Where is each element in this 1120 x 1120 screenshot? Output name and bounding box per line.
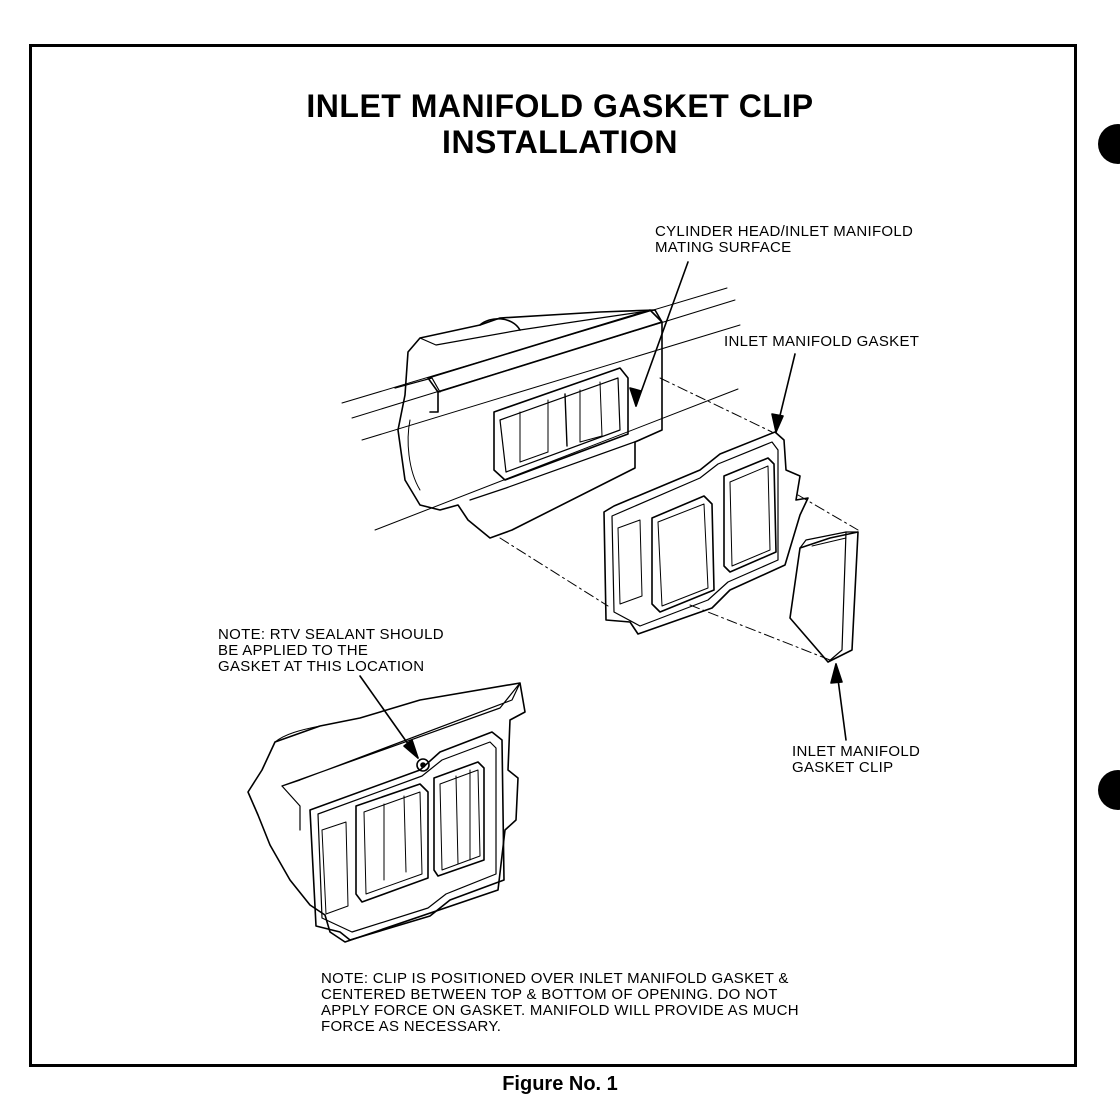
label-gasket: INLET MANIFOLD GASKET — [724, 333, 920, 350]
label-clip: INLET MANIFOLD GASKET CLIP — [792, 743, 921, 776]
label-rtv-note: NOTE: RTV SEALANT SHOULD BE APPLIED TO T… — [218, 626, 444, 675]
label-bottom-note: NOTE: CLIP IS POSITIONED OVER INLET MANI… — [321, 970, 799, 1035]
leader-lines — [360, 262, 846, 758]
figure-caption: Figure No. 1 — [502, 1073, 618, 1095]
cylinder-head-illustration — [342, 288, 740, 538]
assembled-illustration — [248, 683, 525, 942]
binder-hole-bottom — [1098, 770, 1120, 810]
title-line-2: INSTALLATION — [442, 124, 678, 160]
figure-frame — [29, 44, 1077, 1067]
gasket-illustration — [500, 378, 858, 660]
label-mating-surface: CYLINDER HEAD/INLET MANIFOLD MATING SURF… — [655, 223, 914, 256]
figure-title: INLET MANIFOLD GASKET CLIP INSTALLATION — [0, 88, 1120, 160]
binder-hole-top — [1098, 124, 1120, 164]
gasket-clip-illustration — [790, 532, 858, 662]
title-line-1: INLET MANIFOLD GASKET CLIP — [306, 88, 814, 124]
